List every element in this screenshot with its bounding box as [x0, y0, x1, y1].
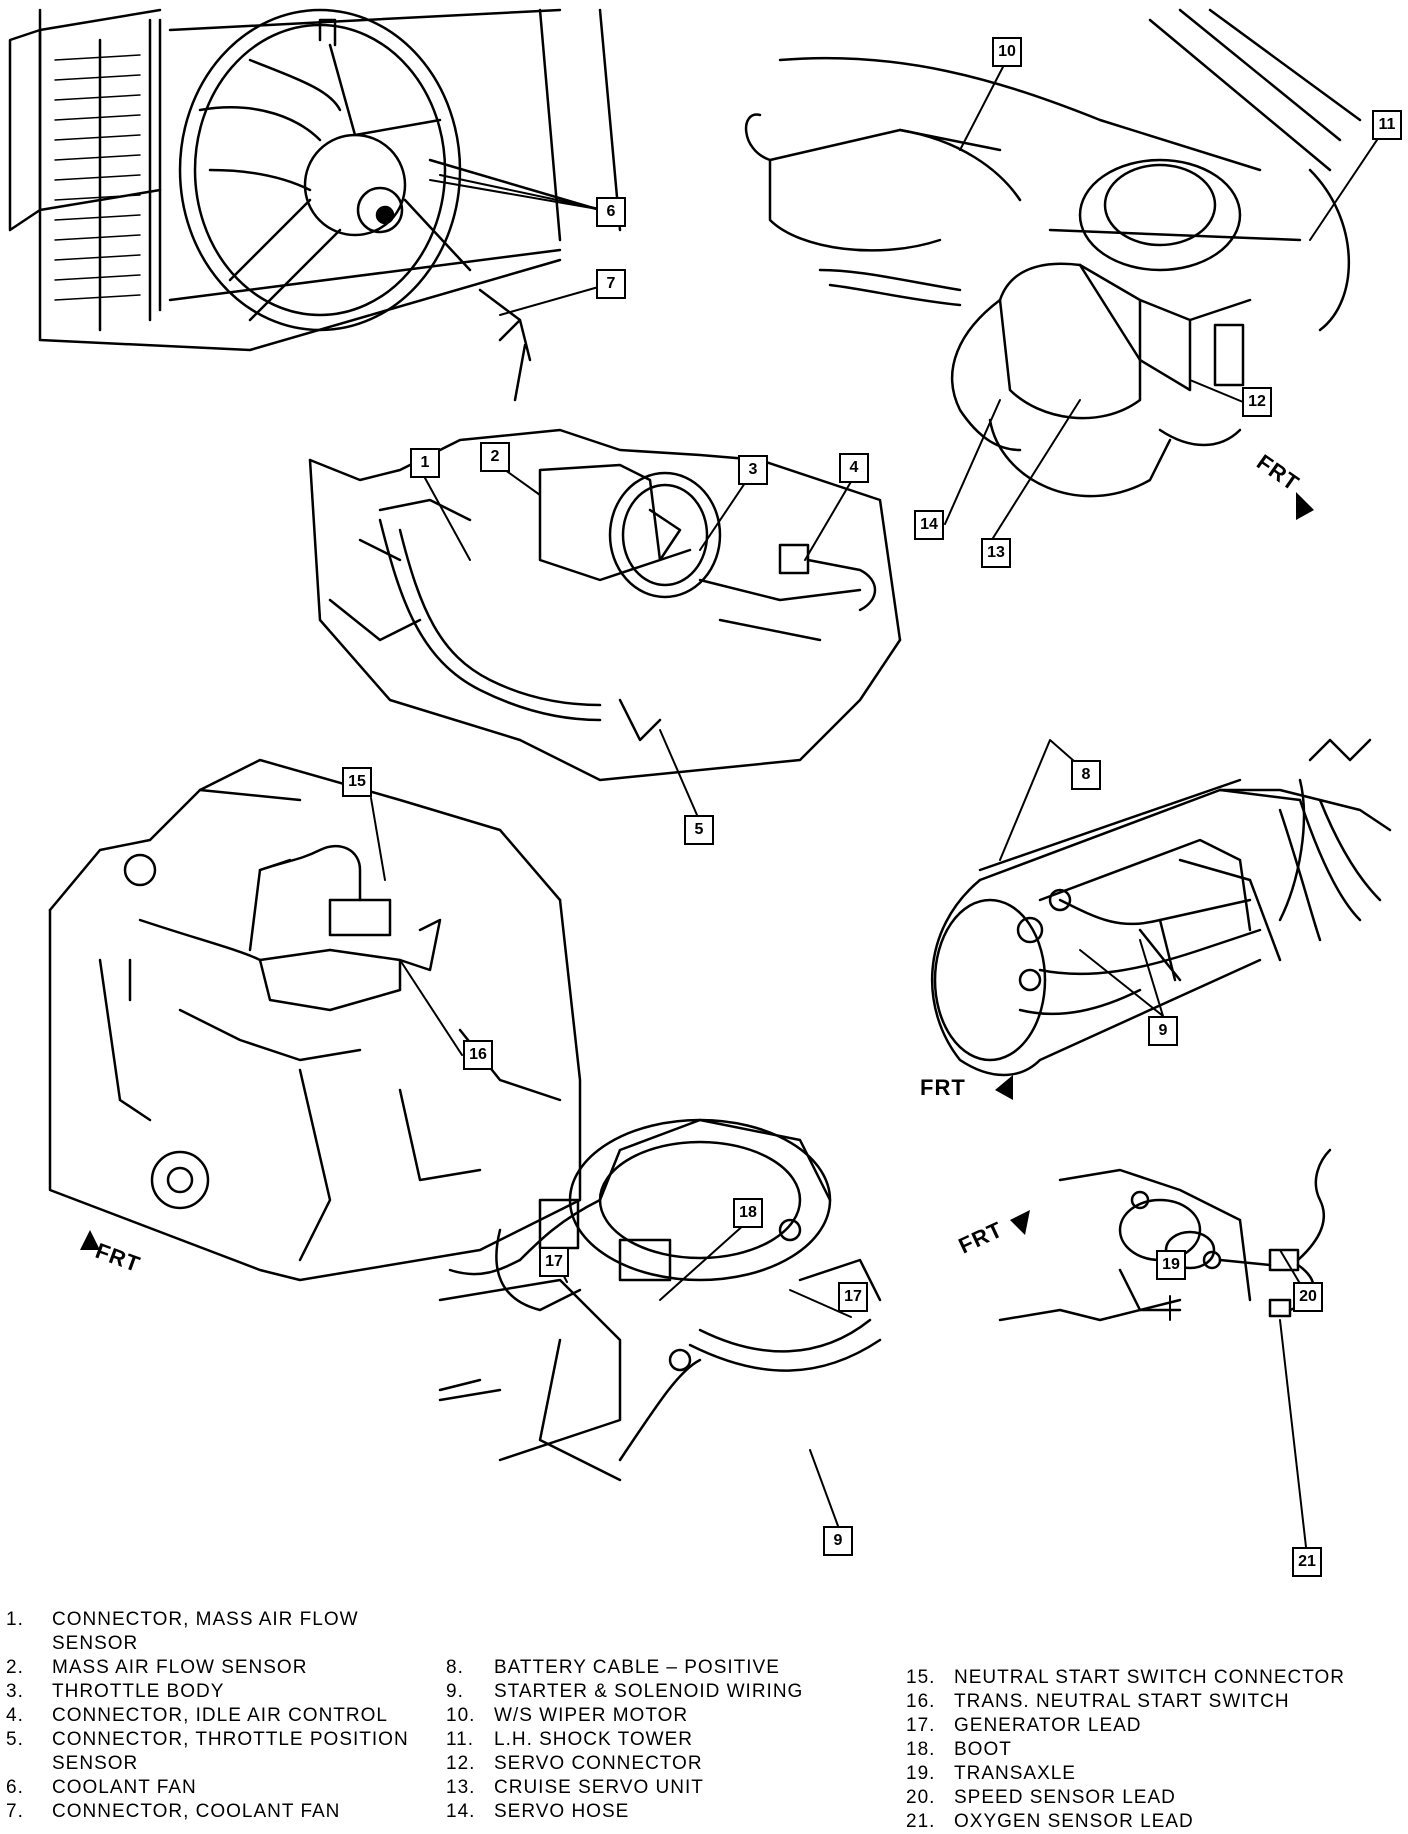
legend-item-19: 19.TRANSAXLE [906, 1763, 1076, 1784]
callout-1: 1 [410, 448, 440, 478]
legend-item-7: 7.CONNECTOR, COOLANT FAN [6, 1801, 341, 1822]
leader-lines [370, 62, 1388, 1548]
legend-item-5: 5.CONNECTOR, THROTTLE POSITION [6, 1729, 409, 1750]
callout-8: 8 [1071, 760, 1101, 790]
callout-9-starter: 9 [1148, 1016, 1178, 1046]
starter-view [930, 738, 1392, 1077]
front-arrows [80, 492, 1314, 1250]
legend-item-1: 1.CONNECTOR, MASS AIR FLOW [6, 1609, 359, 1630]
legend-item-15: 15.NEUTRAL START SWITCH CONNECTOR [906, 1667, 1346, 1688]
neutral-start-switch-view [48, 758, 582, 1282]
legend-item-17: 17.GENERATOR LEAD [906, 1715, 1142, 1736]
coolant-fan-view [8, 8, 622, 402]
callout-17-left: 17 [539, 1247, 569, 1277]
legend-item-16: 16.TRANS. NEUTRAL START SWITCH [906, 1691, 1290, 1712]
callout-16: 16 [463, 1040, 493, 1070]
component-location-illustration [8, 8, 1392, 1548]
callout-4: 4 [839, 453, 869, 483]
legend-column-3: 15.NEUTRAL START SWITCH CONNECTOR 16.TRA… [906, 1666, 1404, 1834]
legend-item-21: 21.OXYGEN SENSOR LEAD [906, 1811, 1194, 1832]
callout-2: 2 [480, 442, 510, 472]
callout-3: 3 [738, 455, 768, 485]
legend-column-1: 1.CONNECTOR, MASS AIR FLOW SENSOR 2.MASS… [6, 1608, 446, 1824]
legend-item-6: 6.COOLANT FAN [6, 1777, 197, 1798]
callout-21: 21 [1292, 1547, 1322, 1577]
legend-item-5-cont: SENSOR [52, 1753, 139, 1774]
callout-9-generator: 9 [823, 1526, 853, 1556]
callout-14: 14 [914, 510, 944, 540]
legend-item-1-cont: SENSOR [52, 1633, 139, 1654]
legend-item-20: 20.SPEED SENSOR LEAD [906, 1787, 1176, 1808]
callout-15: 15 [342, 767, 372, 797]
callout-18: 18 [733, 1198, 763, 1228]
callout-10: 10 [992, 37, 1022, 67]
callout-20: 20 [1293, 1282, 1323, 1312]
callout-17-right: 17 [838, 1282, 868, 1312]
callout-11: 11 [1372, 110, 1402, 140]
frt-label-starter: FRT [920, 1075, 966, 1100]
legend-item-13: 13.CRUISE SERVO UNIT [446, 1777, 704, 1798]
legend-item-3: 3.THROTTLE BODY [6, 1681, 225, 1702]
legend-item-4: 4.CONNECTOR, IDLE AIR CONTROL [6, 1705, 388, 1726]
transaxle-view [998, 1148, 1332, 1322]
callout-12: 12 [1242, 387, 1272, 417]
legend-item-10: 10.W/S WIPER MOTOR [446, 1705, 689, 1726]
legend-item-12: 12.SERVO CONNECTOR [446, 1753, 703, 1774]
legend-item-14: 14.SERVO HOSE [446, 1801, 630, 1822]
cruise-servo-view [744, 8, 1362, 498]
legend-column-2: 8.BATTERY CABLE – POSITIVE 9.STARTER & S… [446, 1656, 866, 1824]
legend-item-2: 2.MASS AIR FLOW SENSOR [6, 1657, 308, 1678]
throttle-body-view [308, 428, 902, 782]
callout-19: 19 [1156, 1250, 1186, 1280]
legend-item-8: 8.BATTERY CABLE – POSITIVE [446, 1657, 780, 1678]
callout-5: 5 [684, 815, 714, 845]
callout-7: 7 [596, 269, 626, 299]
legend-item-9: 9.STARTER & SOLENOID WIRING [446, 1681, 804, 1702]
callout-13: 13 [981, 538, 1011, 568]
callout-6: 6 [596, 197, 626, 227]
legend-item-18: 18.BOOT [906, 1739, 1012, 1760]
legend-item-11: 11.L.H. SHOCK TOWER [446, 1729, 693, 1750]
